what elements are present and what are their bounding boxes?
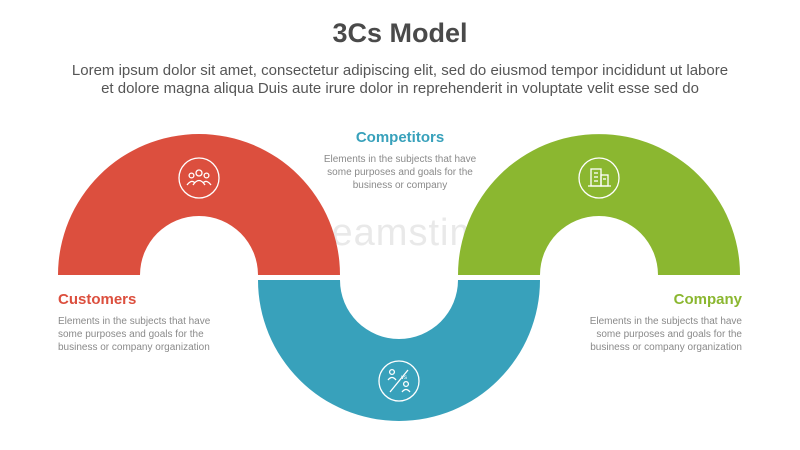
- customers-arc: [58, 134, 340, 275]
- company-arc: [458, 134, 740, 275]
- company-desc-line: business or company organization: [590, 342, 742, 353]
- customers-desc-line: some purposes and goals for the: [58, 329, 204, 340]
- page-subtitle: Lorem ipsum dolor sit amet, consectetur …: [30, 62, 770, 98]
- page-title: 3Cs Model: [332, 18, 468, 48]
- customers-heading: Customers: [58, 291, 137, 308]
- subtitle-line-2: et dolore magna aliqua Duis aute irure d…: [101, 80, 699, 97]
- building-icon: [578, 157, 620, 199]
- competitors-description: Elements in the subjects that have some …: [300, 153, 500, 192]
- customers-description: Elements in the subjects that have some …: [58, 315, 258, 354]
- company-desc-line: some purposes and goals for the: [596, 329, 742, 340]
- competitors-desc-line: business or company: [352, 180, 448, 191]
- subtitle-line-1: Lorem ipsum dolor sit amet, consectetur …: [71, 62, 729, 79]
- company-description: Elements in the subjects that have some …: [542, 315, 742, 354]
- competitors-desc-line: some purposes and goals for the: [327, 167, 473, 178]
- customers-desc-line: business or company organization: [58, 342, 210, 353]
- competitors-heading: Competitors: [355, 129, 445, 146]
- versus-icon: vs: [378, 360, 420, 402]
- people-group-icon: [178, 157, 220, 199]
- company-desc-line: Elements in the subjects that have: [589, 316, 742, 327]
- company-heading: Company: [673, 291, 742, 308]
- svg-text:vs: vs: [401, 375, 407, 381]
- competitors-desc-line: Elements in the subjects that have: [323, 154, 477, 165]
- competitors-arc: [258, 280, 540, 421]
- customers-desc-line: Elements in the subjects that have: [58, 316, 211, 327]
